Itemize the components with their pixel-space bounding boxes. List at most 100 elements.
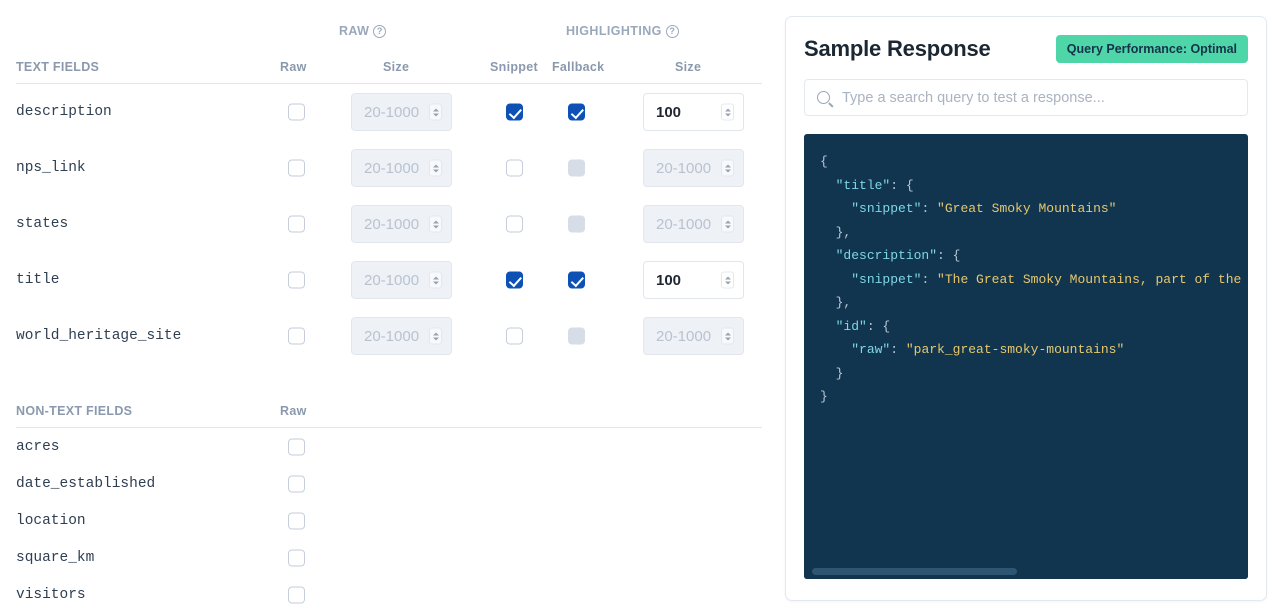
highlight-size-input: 20-1000 (643, 205, 744, 243)
table-cell (288, 586, 305, 603)
raw-checkbox[interactable] (288, 438, 305, 455)
table-cell: 20-1000 (351, 149, 452, 187)
question-circle-icon[interactable]: ? (373, 24, 387, 38)
raw-checkbox[interactable] (288, 159, 305, 177)
search-icon (817, 91, 830, 104)
highlight-size-input-value: 20-1000 (656, 159, 712, 177)
text-fields-section-title: TEXT FIELDS (16, 60, 100, 74)
stepper-arrows-icon (429, 159, 442, 177)
highlight-size-input[interactable]: 100 (643, 261, 744, 299)
raw-size-input-value: 20-1000 (364, 327, 420, 345)
snippet-checkbox[interactable] (506, 103, 523, 121)
table-cell (288, 549, 305, 566)
table-cell (288, 512, 305, 529)
snippet-checkbox[interactable] (506, 159, 523, 177)
table-row: square_km (16, 539, 761, 576)
table-cell (288, 103, 305, 121)
field-name-label: world_heritage_site (16, 328, 182, 344)
raw-checkbox[interactable] (288, 475, 305, 492)
highlight-size-input-value: 20-1000 (656, 327, 712, 345)
table-cell: 20-1000 (351, 93, 452, 131)
raw-checkbox[interactable] (288, 512, 305, 529)
group-header-raw: RAW ? (339, 24, 387, 38)
table-cell (506, 327, 523, 345)
table-cell (568, 271, 585, 289)
group-header-highlighting: HIGHLIGHTING ? (566, 24, 679, 38)
raw-checkbox[interactable] (288, 103, 305, 121)
table-cell: 20-1000 (351, 261, 452, 299)
field-name-label: square_km (16, 549, 95, 566)
fields-config-panel: RAW ? HIGHLIGHTING ? TEXT FIELDS Raw Siz… (0, 0, 785, 613)
sample-response-card: Sample Response Query Performance: Optim… (785, 16, 1267, 601)
table-cell: 20-1000 (351, 205, 452, 243)
table-cell (288, 327, 305, 345)
stepper-arrows-icon[interactable] (721, 103, 734, 121)
raw-checkbox[interactable] (288, 215, 305, 233)
question-circle-icon[interactable]: ? (665, 24, 679, 38)
group-header-raw-label: RAW (339, 24, 370, 38)
json-response-viewer[interactable]: { "title": { "snippet": "Great Smoky Mou… (804, 134, 1248, 579)
stepper-arrows-icon[interactable] (721, 271, 734, 289)
table-cell (288, 271, 305, 289)
table-row: nps_link 20-1000 20-1000 (16, 140, 761, 196)
raw-checkbox[interactable] (288, 549, 305, 566)
search-input[interactable] (840, 88, 1235, 107)
table-cell: 20-1000 (643, 149, 744, 187)
field-name-label: description (16, 104, 112, 120)
horizontal-scrollbar[interactable] (804, 565, 1248, 579)
field-name-label: location (16, 512, 86, 529)
stepper-arrows-icon (721, 327, 734, 345)
table-cell (568, 103, 585, 121)
highlight-size-input-value: 20-1000 (656, 215, 712, 233)
table-cell: 100 (643, 261, 744, 299)
json-response-code: { "title": { "snippet": "Great Smoky Mou… (820, 154, 1248, 404)
sample-response-header: Sample Response Query Performance: Optim… (786, 17, 1266, 63)
raw-size-input: 20-1000 (351, 149, 452, 187)
table-cell (506, 103, 523, 121)
table-row: date_established (16, 465, 761, 502)
nontext-fields-column-headers: NON-TEXT FIELDS Raw (16, 390, 761, 418)
fallback-checkbox (568, 327, 585, 345)
column-header-fallback: Fallback (552, 60, 605, 74)
table-row: world_heritage_site 20-1000 20-1000 (16, 308, 761, 364)
highlight-size-input-value: 100 (656, 103, 682, 121)
fallback-checkbox (568, 159, 585, 177)
table-row: visitors (16, 576, 761, 613)
table-cell (288, 475, 305, 492)
fallback-checkbox[interactable] (568, 271, 585, 289)
snippet-checkbox[interactable] (506, 271, 523, 289)
highlight-size-input: 20-1000 (643, 317, 744, 355)
horizontal-scrollbar-thumb[interactable] (812, 568, 1017, 575)
field-name-label: acres (16, 438, 60, 455)
field-name-label: nps_link (16, 160, 86, 176)
raw-size-input-value: 20-1000 (364, 271, 420, 289)
raw-size-input: 20-1000 (351, 317, 452, 355)
table-cell: 100 (643, 93, 744, 131)
search-query-field[interactable] (804, 79, 1248, 116)
snippet-checkbox[interactable] (506, 215, 523, 233)
table-cell: 20-1000 (643, 205, 744, 243)
page-title: Sample Response (804, 36, 991, 61)
table-cell (288, 438, 305, 455)
column-header-highlight-size: Size (675, 60, 702, 74)
raw-checkbox[interactable] (288, 271, 305, 289)
text-fields-column-headers: TEXT FIELDS Raw Size Snippet Fallback Si… (16, 46, 761, 74)
stepper-arrows-icon (721, 215, 734, 233)
raw-checkbox[interactable] (288, 327, 305, 345)
fallback-checkbox[interactable] (568, 103, 585, 121)
stepper-arrows-icon (721, 159, 734, 177)
raw-checkbox[interactable] (288, 586, 305, 603)
table-cell (288, 159, 305, 177)
highlight-size-input[interactable]: 100 (643, 93, 744, 131)
column-header-raw: Raw (280, 404, 307, 418)
table-cell: 20-1000 (643, 317, 744, 355)
table-row: description 20-1000 100 (16, 84, 761, 140)
group-header-highlighting-label: HIGHLIGHTING (566, 24, 662, 38)
status-badge: Query Performance: Optimal (1055, 35, 1248, 63)
table-cell: 20-1000 (351, 317, 452, 355)
stepper-arrows-icon (429, 215, 442, 233)
table-cell (568, 159, 585, 177)
snippet-checkbox[interactable] (506, 327, 523, 345)
